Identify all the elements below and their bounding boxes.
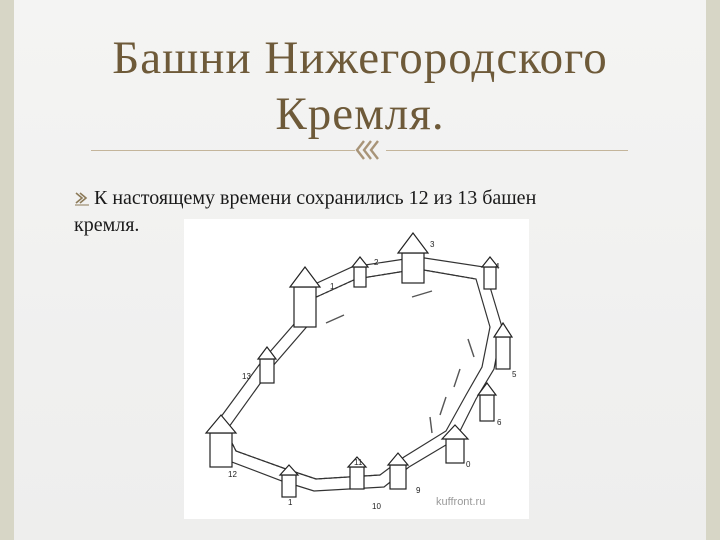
tower-number: 11 — [354, 458, 363, 467]
tower-number: 4 — [495, 262, 500, 271]
bullet-arrow-icon — [75, 192, 89, 206]
tower-number: 9 — [416, 486, 421, 495]
chevron-ornament-icon — [355, 140, 379, 160]
tower-number: 12 — [228, 470, 237, 479]
slide-title: Башни Нижегородского Кремля. — [0, 30, 720, 142]
title-line-2: Кремля. — [275, 88, 445, 140]
tower-number: 5 — [512, 370, 517, 379]
title-line-1: Башни Нижегородского — [112, 32, 608, 84]
tower-number: 13 — [242, 372, 251, 381]
title-divider-left — [91, 150, 355, 151]
tower-number: 2 — [374, 258, 379, 267]
tower-number: 10 — [372, 502, 381, 511]
tower-number: 0 — [466, 460, 471, 469]
tower-number: 1 — [330, 282, 335, 291]
kremlin-plan-drawing: 1 2 3 4 5 6 0 9 10 11 1 12 13 — [204, 232, 517, 511]
title-divider-right — [386, 150, 628, 151]
watermark-text: kuffront.ru — [436, 496, 486, 508]
bullet-text-line-1: К настоящему времени сохранились 12 из 1… — [94, 187, 537, 209]
kremlin-towers-diagram: 1 2 3 4 5 6 0 9 10 11 1 12 13 kuffront.r… — [184, 219, 529, 519]
tower-number: 6 — [497, 418, 502, 427]
bullet-text-line-2: кремля. — [74, 214, 140, 236]
bullet-item: К настоящему времени сохранились 12 из 1… — [74, 185, 674, 239]
bullet-text: К настоящему времени сохранились 12 из 1… — [74, 185, 674, 239]
tower-number: 3 — [430, 240, 435, 249]
tower-number: 1 — [288, 498, 293, 507]
